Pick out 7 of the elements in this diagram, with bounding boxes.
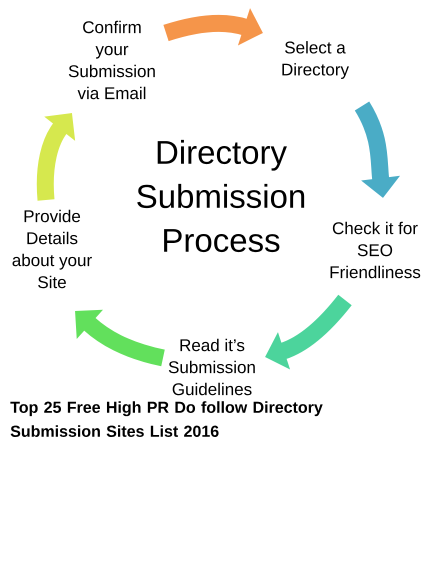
caption: Top 25 Free High PR Do follow Directory Submission Sites List 2016 [10, 401, 323, 437]
step-label: Select a Directory [282, 41, 349, 79]
step-label: Check it for SEO Friendliness [330, 222, 420, 278]
step-label: Read it’s Submission Guidelines [168, 338, 255, 396]
step-label: Provide Details about your Site [12, 210, 92, 288]
diagram-title: Directory Submission Process [137, 140, 304, 252]
step-label: Confirm your Submission via Email [68, 20, 155, 100]
